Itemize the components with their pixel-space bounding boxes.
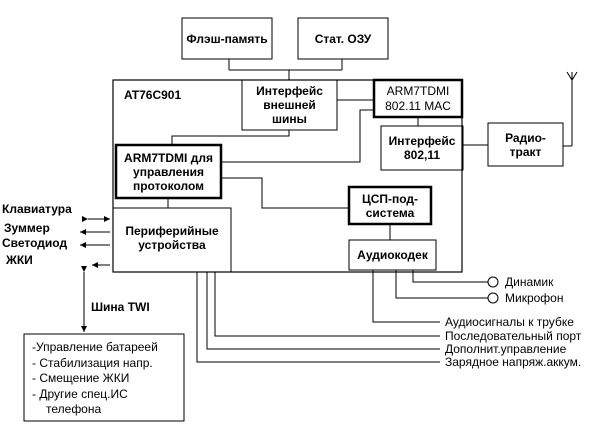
signal-charge-label: Зарядное напряж.аккум. — [445, 355, 582, 369]
internal-connections — [167, 99, 488, 240]
ext-ic-item: - Стабилизация напр. — [32, 355, 153, 370]
io-lcd-label: ЖКИ — [6, 253, 33, 267]
chip-label: AT76C901 — [124, 88, 182, 102]
ext-ic-item: телефона — [46, 402, 102, 416]
mic-label: Микрофон — [505, 291, 564, 305]
twi-bus-label: Шина TWI — [91, 300, 150, 314]
sram-label: Стат. ОЗУ — [314, 31, 372, 46]
codec-box — [348, 239, 437, 271]
arm-mac-label-2: 802.11 MAC — [385, 99, 451, 113]
iface-80211-box — [380, 125, 464, 171]
audio-port-lines — [395, 270, 499, 304]
arm-mac-label-1: ARM7TDMI — [386, 84, 450, 98]
ext-bus-label: Интерфейс внешней шины — [256, 84, 323, 126]
flash-label: Флэш-память — [186, 31, 268, 46]
ext-ic-box — [23, 333, 185, 422]
flash-memory-box — [181, 17, 273, 60]
ext-ic-list: -Управление батареей - Стабилизация напр… — [32, 340, 158, 418]
ext-ic-item: - Другие спец.ИС — [32, 386, 128, 401]
io-led-label: Светодиод — [2, 236, 68, 250]
signal-serial-label: Последовательный порт — [445, 329, 582, 343]
codec-label: Аудиокодек — [357, 248, 428, 262]
periph-label: Периферийные устройства — [125, 224, 219, 252]
ext-ic-item: - Смещение ЖКИ — [32, 371, 130, 385]
ext-ic-item: -Управление батареей — [32, 340, 158, 354]
signal-aux-control-label: Дополнит.управление — [445, 342, 567, 356]
dsp-label: ЦСП-под- система — [361, 191, 419, 220]
antenna-icon — [563, 71, 578, 147]
periph-box — [112, 207, 232, 273]
signal-audio-label: Аудиосигналы к трубке — [445, 315, 574, 329]
arm-proto-label: ARM7TDMI для управления протоколом — [124, 150, 213, 193]
mic-jack-icon — [487, 292, 499, 304]
right-signal-lines — [196, 270, 440, 363]
radio-label: Радио- тракт — [505, 130, 546, 159]
iface-80211-label: Интерфейс 802,11 — [388, 134, 456, 162]
left-io-arrows — [80, 216, 110, 268]
io-buzzer-label: Зуммер — [4, 221, 50, 235]
speaker-jack-icon — [487, 276, 499, 288]
io-keyboard-label: Клавиатура — [2, 202, 72, 216]
memory-bus-lines — [228, 59, 343, 80]
sram-box — [297, 17, 389, 60]
speaker-label: Динамик — [505, 275, 554, 289]
